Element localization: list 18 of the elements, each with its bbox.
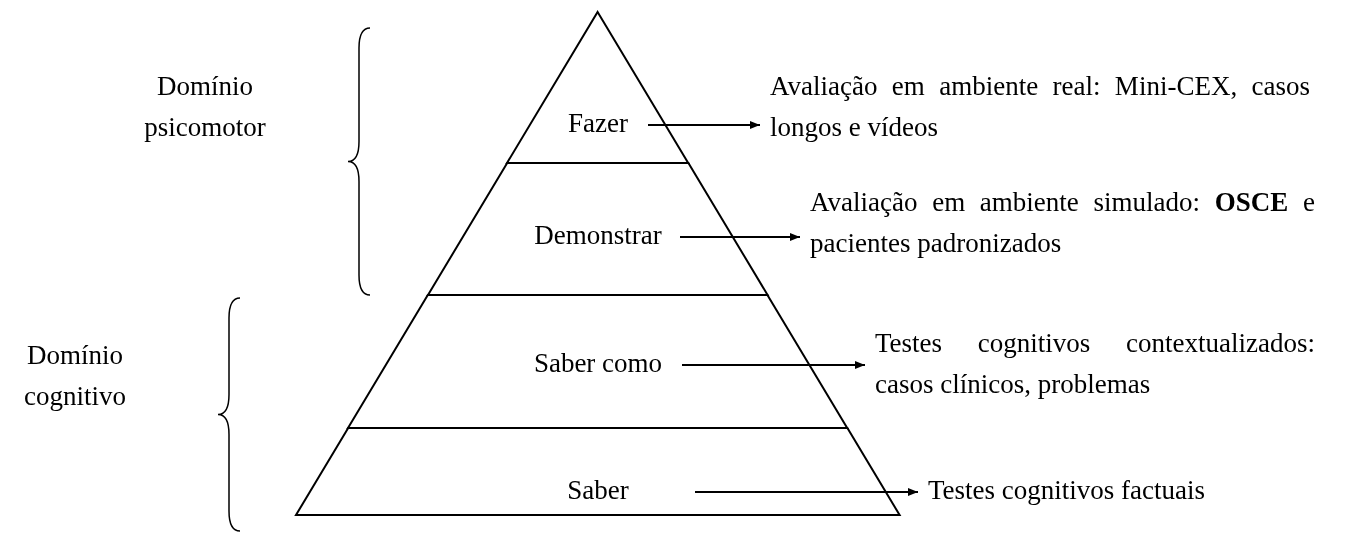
description-text: Testes cognitivos contextualizados: casos clínicos, problemas xyxy=(875,323,1315,404)
level-label: Fazer xyxy=(567,108,629,139)
arrow xyxy=(679,233,801,241)
pyramid-level xyxy=(296,428,900,515)
arrow xyxy=(681,361,866,369)
pyramid-level xyxy=(348,295,848,428)
domain-label: Domínio cognitivo xyxy=(23,339,127,413)
arrow xyxy=(694,488,919,496)
description-text: Avaliação em ambiente simulado: OSCE e pacientes padronizados xyxy=(810,182,1315,263)
level-label: Saber como xyxy=(532,348,664,379)
level-label: Demonstrar xyxy=(533,220,663,251)
pyramid-level xyxy=(428,163,768,295)
arrow xyxy=(647,121,761,129)
description-text: Testes cognitivos factuais xyxy=(928,470,1318,511)
level-label: Saber xyxy=(566,475,630,506)
description-text: Avaliação em ambiente real: Mini-CEX, casos longos e vídeos xyxy=(770,66,1310,147)
domain-label: Domínio psicomotor xyxy=(143,70,267,144)
pyramid-level xyxy=(507,12,689,163)
